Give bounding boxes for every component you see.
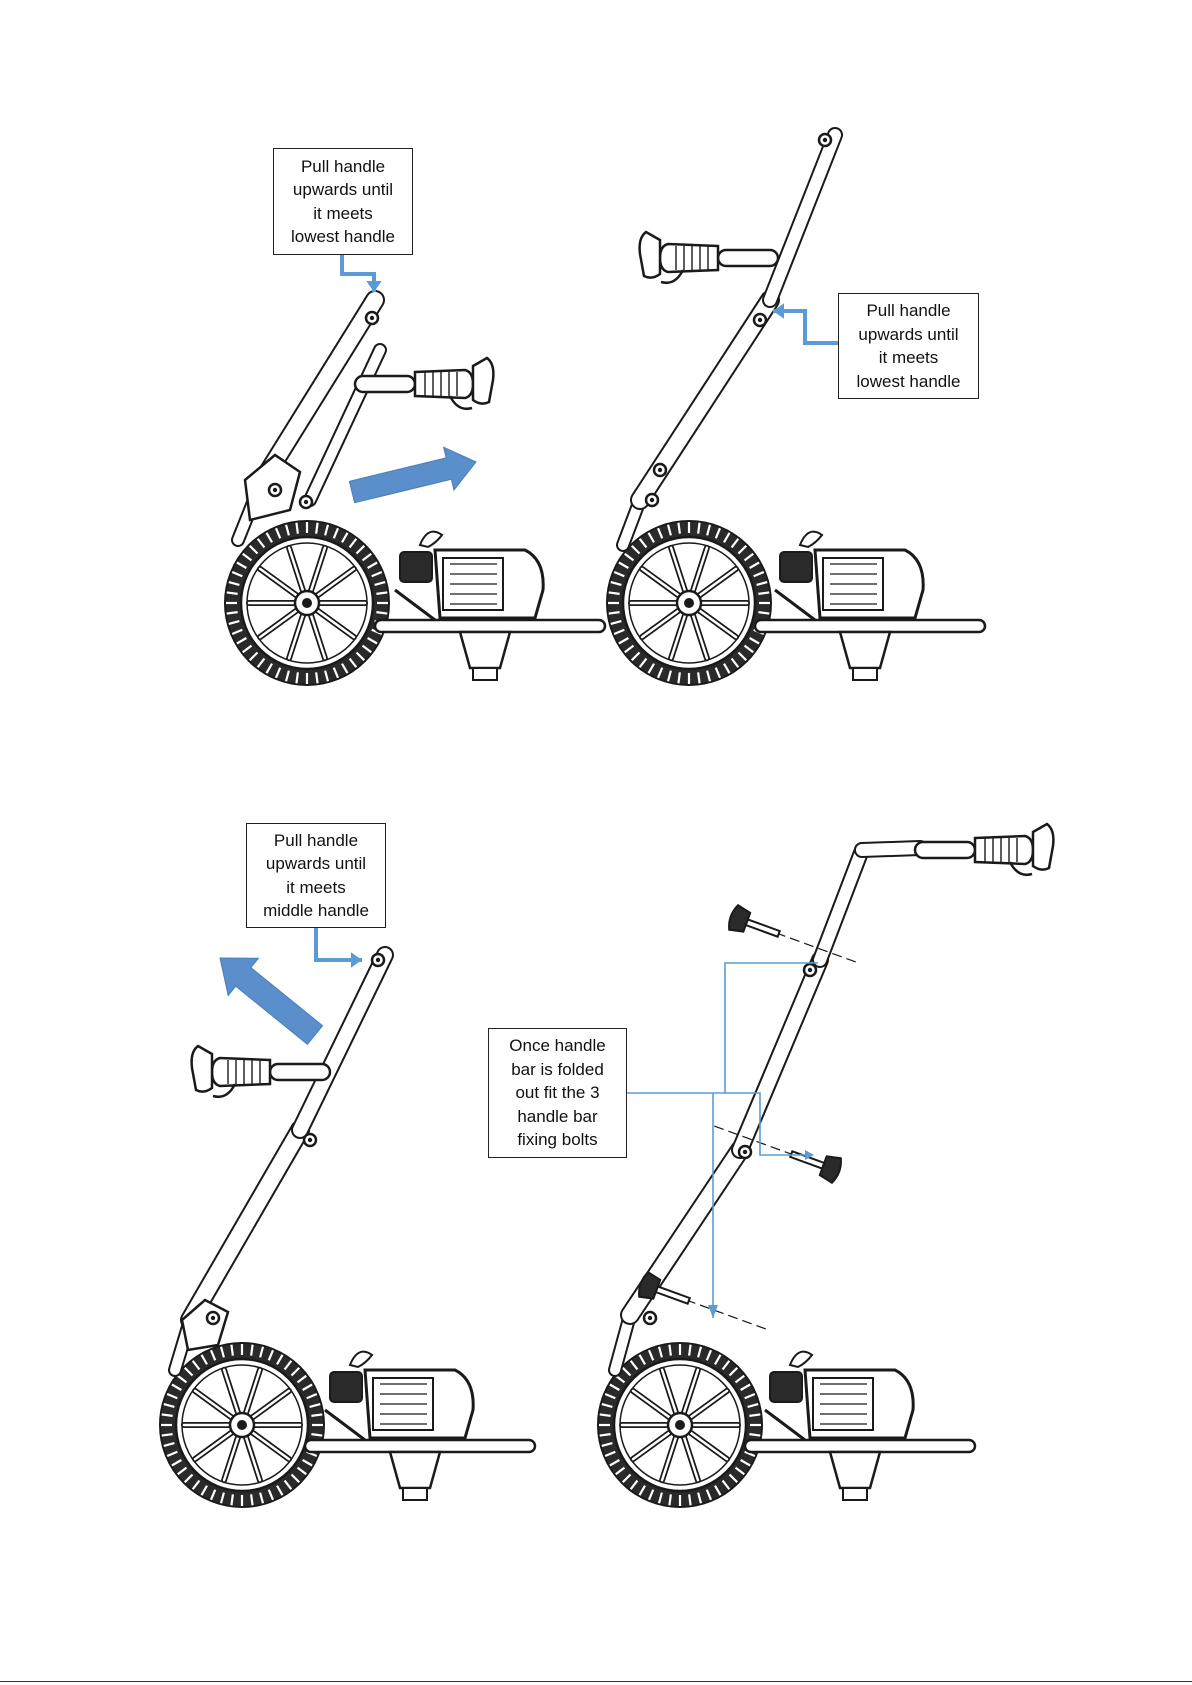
motion-arrow-icon: [347, 441, 481, 514]
wheel-icon: [225, 521, 389, 685]
string-trimmer-icon: [305, 1352, 535, 1500]
figure-step-1: [225, 300, 605, 685]
string-trimmer-icon: [375, 532, 605, 680]
wheel-icon: [607, 521, 771, 685]
figure-step-3: [160, 939, 535, 1507]
motion-arrow-icon: [205, 939, 330, 1053]
figure-step-2: [607, 134, 985, 685]
wheel-icon: [160, 1343, 324, 1507]
callout-step-3: Pull handle upwards until it meets middl…: [246, 823, 386, 928]
callout-step-2: Pull handle upwards until it meets lowes…: [838, 293, 979, 399]
handle-grip-icon: [915, 824, 1053, 875]
callout-step-4: Once handle bar is folded out fit the 3 …: [488, 1028, 627, 1158]
handle-grip-icon: [640, 232, 778, 283]
string-trimmer-icon: [755, 532, 985, 680]
fixing-bolt-icon: [636, 1271, 770, 1341]
callout-step-2-text: Pull handle upwards until it meets lowes…: [857, 299, 961, 393]
string-trimmer-icon: [745, 1352, 975, 1500]
callout-step-1-text: Pull handle upwards until it meets lowes…: [291, 155, 395, 249]
page-bottom-rule: [0, 1681, 1192, 1682]
handle-grip-icon: [192, 1046, 330, 1097]
callout-step-3-text: Pull handle upwards until it meets middl…: [263, 829, 369, 923]
figure-step-4: [598, 824, 1053, 1507]
callout-step-4-text: Once handle bar is folded out fit the 3 …: [509, 1034, 605, 1152]
callout-step-1: Pull handle upwards until it meets lowes…: [273, 148, 413, 255]
